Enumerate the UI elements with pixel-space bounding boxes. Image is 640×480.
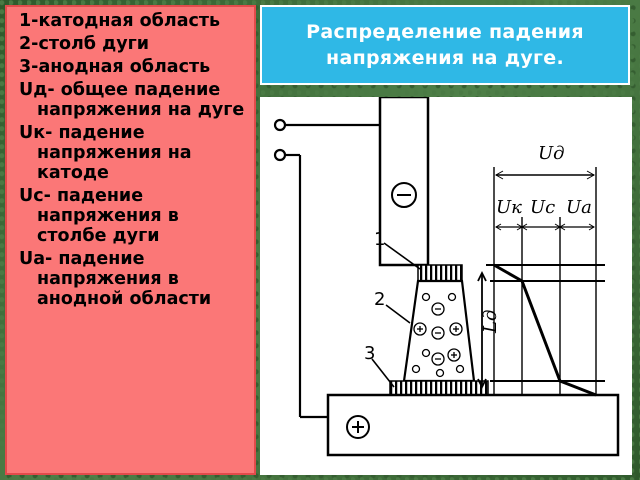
- callout-3: 3: [364, 343, 375, 364]
- diagram-svg: Lд Uд Uк Uc Ua: [273, 97, 620, 457]
- legend-item-cathode-region: 1-катодная область: [19, 11, 221, 31]
- arc-length-dimension: [477, 270, 487, 390]
- legend-item-anode-voltage: Ua- падение напряжения в анодной области: [19, 249, 212, 309]
- terminal-top: [273, 118, 287, 132]
- cathode-electrode: [378, 97, 430, 267]
- callout-2: 2: [374, 289, 385, 310]
- legend-item-arc-column: 2-столб дуги: [19, 34, 150, 54]
- label-ud: Uд: [538, 143, 565, 164]
- anode-workpiece: [326, 393, 620, 457]
- label-uk: Uк: [496, 197, 522, 218]
- callout-lines: [371, 242, 421, 388]
- voltage-graph: [486, 167, 605, 397]
- cathode-region: [417, 264, 463, 282]
- title-box: Распределение падения напряжения на дуге…: [260, 5, 630, 85]
- legend-item-total-voltage: Uд- общее падение напряжения на дуге: [19, 80, 245, 120]
- arc-column: [402, 279, 476, 383]
- label-ld: Lд: [480, 310, 501, 334]
- legend-item-column-voltage: Uc- падение напряжения в столбе дуги: [19, 186, 179, 246]
- legend-item-anode-region: 3-анодная область: [19, 57, 211, 77]
- label-uc: Uc: [530, 197, 555, 218]
- page-title: Распределение падения напряжения на дуге…: [306, 21, 584, 69]
- callout-1: 1: [374, 229, 385, 250]
- legend-item-cathode-voltage: Uк- падение напряжения на катоде: [19, 123, 192, 183]
- circuit-wires: [273, 118, 380, 419]
- label-ua: Ua: [566, 197, 592, 218]
- anode-region: [389, 380, 489, 396]
- legend-panel: 1-катодная область 2-столб дуги 3-анодна…: [5, 5, 256, 475]
- terminal-bottom: [273, 148, 287, 162]
- arc-voltage-diagram: Lд Uд Uк Uc Ua: [260, 97, 632, 475]
